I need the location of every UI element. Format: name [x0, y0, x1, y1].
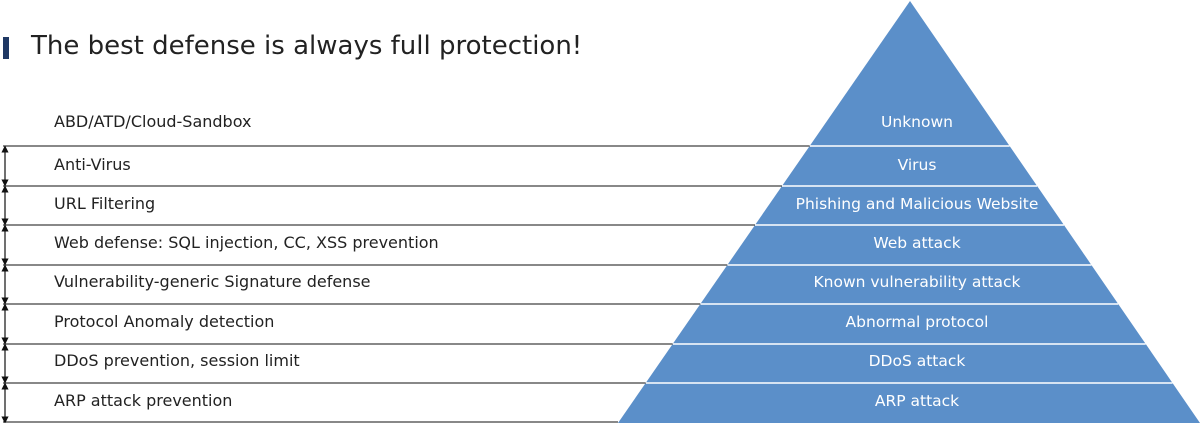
- threat-label: Phishing and Malicious Website: [795, 195, 1039, 213]
- defense-label: ABD/ATD/Cloud-Sandbox: [54, 112, 252, 131]
- defense-label: Anti-Virus: [54, 155, 131, 174]
- defense-label: URL Filtering: [54, 194, 156, 213]
- heading: The best defense is always full protecti…: [0, 22, 800, 72]
- heading-accent-bar: [3, 37, 9, 59]
- threat-label: Abnormal protocol: [845, 313, 989, 331]
- threat-label: Virus: [897, 156, 937, 174]
- defense-label: Vulnerability-generic Signature defense: [54, 272, 371, 291]
- defense-label: Protocol Anomaly detection: [54, 312, 275, 331]
- threat-label: Web attack: [873, 234, 961, 252]
- threat-label: Unknown: [881, 113, 953, 131]
- page-title: The best defense is always full protecti…: [31, 31, 583, 61]
- pyramid-shape: [618, 1, 1200, 423]
- defense-label: ARP attack prevention: [54, 391, 233, 410]
- threat-label: ARP attack: [874, 392, 960, 410]
- threat-label: DDoS attack: [868, 352, 966, 370]
- defense-label: DDoS prevention, session limit: [54, 351, 300, 370]
- defense-label: Web defense: SQL injection, CC, XSS prev…: [54, 233, 439, 252]
- threat-label: Known vulnerability attack: [813, 273, 1021, 291]
